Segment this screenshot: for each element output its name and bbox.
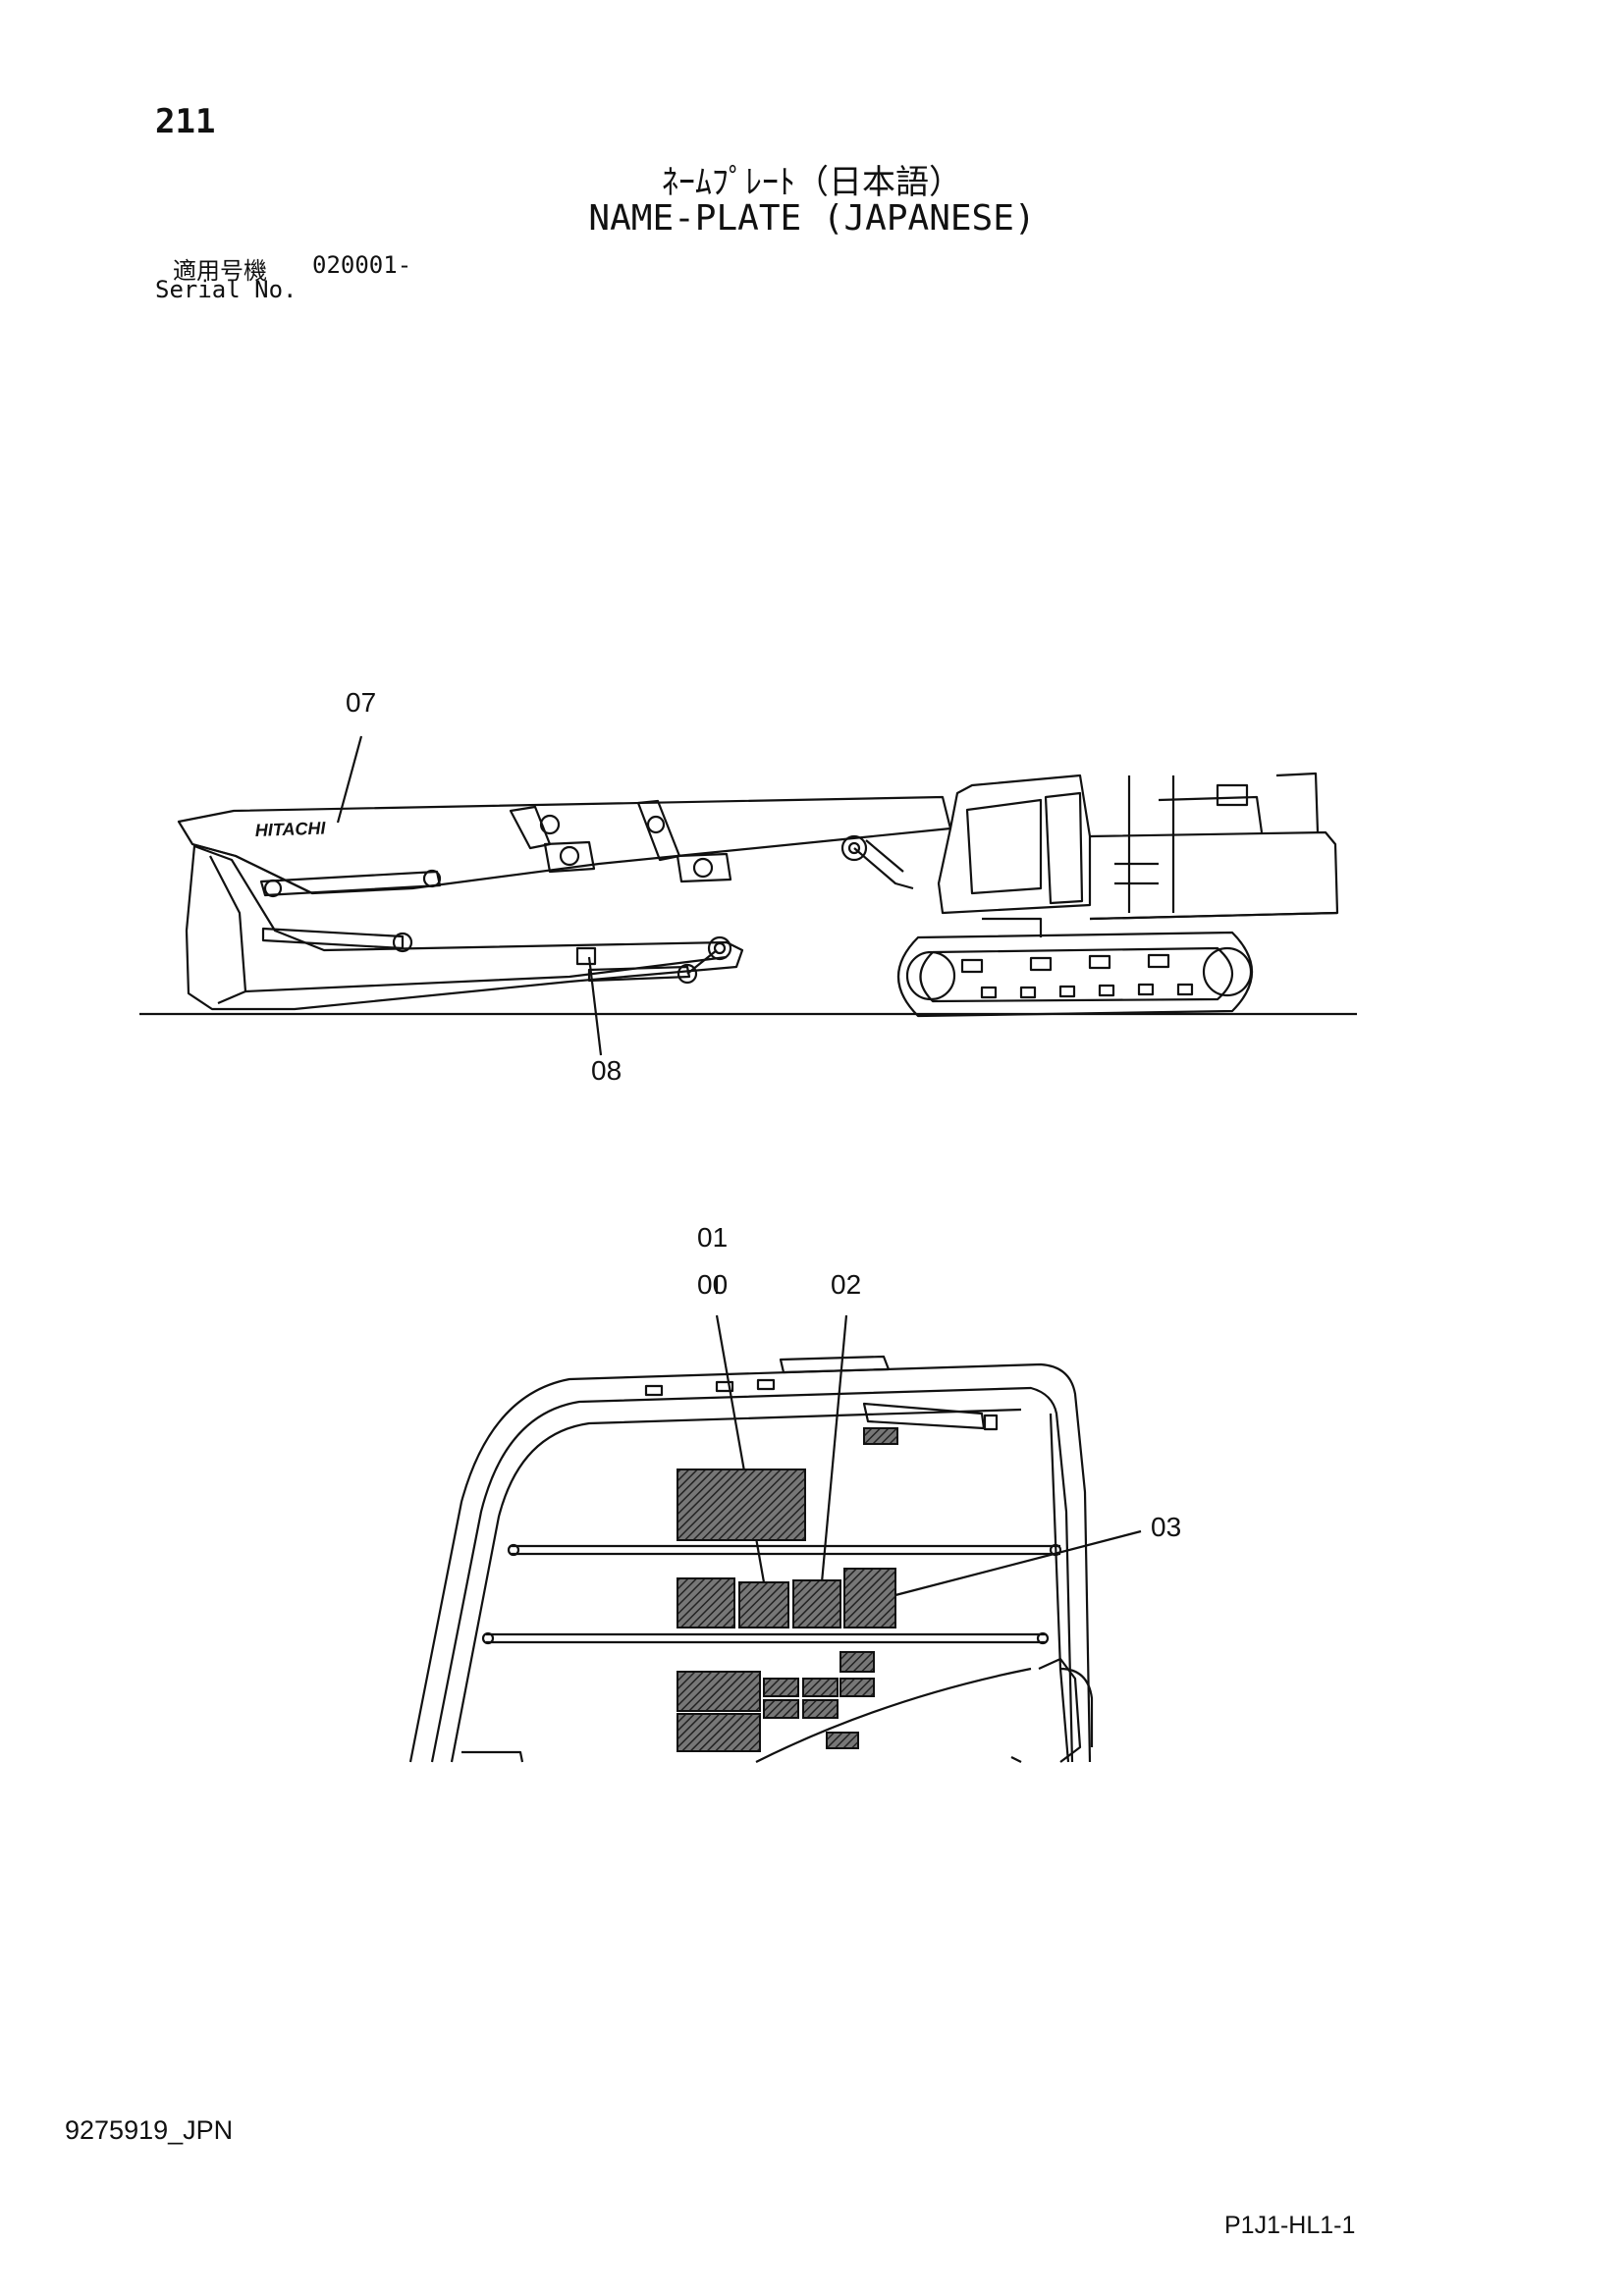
callout-08: 08: [591, 1055, 622, 1086]
bucket-cylinder: [261, 927, 405, 950]
page-title-japanese: ﾈｰﾑﾌﾟﾚｰﾄ（日本語）: [662, 163, 962, 202]
serial-number-value: 020001-: [312, 251, 412, 279]
callout-02: 02: [831, 1269, 861, 1300]
callout-leader-02: [820, 1314, 848, 1583]
nameplate-small-top: [863, 1427, 898, 1445]
callout-leader-00: [715, 1314, 766, 1583]
callout-leader-07: [336, 735, 363, 824]
callout-03: 03: [1151, 1512, 1181, 1542]
nameplate-large: [677, 1468, 806, 1541]
boom-brand-text: HITACHI: [254, 818, 326, 840]
crawler-track: [897, 931, 1253, 1018]
nameplate-02: [792, 1579, 841, 1629]
page-title-english: NAME-PLATE (JAPANESE): [588, 198, 1036, 239]
serial-label-japanese: 適用号機: [173, 257, 267, 285]
nameplate-lower-large: [677, 1671, 761, 1712]
cab-frame-outer: [408, 1362, 1092, 1763]
nameplate-01: [738, 1581, 789, 1629]
nameplate-03: [843, 1568, 896, 1629]
callout-leader-08: [587, 956, 603, 1056]
callout-00: 00: [697, 1269, 728, 1300]
nameplate-lower-bottom: [677, 1713, 761, 1752]
page-number: 211: [155, 102, 216, 141]
serial-label-english: Serial No.: [155, 276, 298, 303]
callout-leader-03: [894, 1529, 1142, 1597]
nameplate-00: [677, 1577, 735, 1629]
callout-01: 01: [697, 1222, 728, 1253]
arm-cylinder: [259, 870, 442, 897]
nameplate-decals: [677, 1427, 898, 1752]
page-code: P1J1-HL1-1: [1224, 2212, 1356, 2239]
callout-07: 07: [346, 687, 376, 718]
arm: [185, 844, 744, 1011]
document-id: 9275919_JPN: [65, 2115, 234, 2145]
